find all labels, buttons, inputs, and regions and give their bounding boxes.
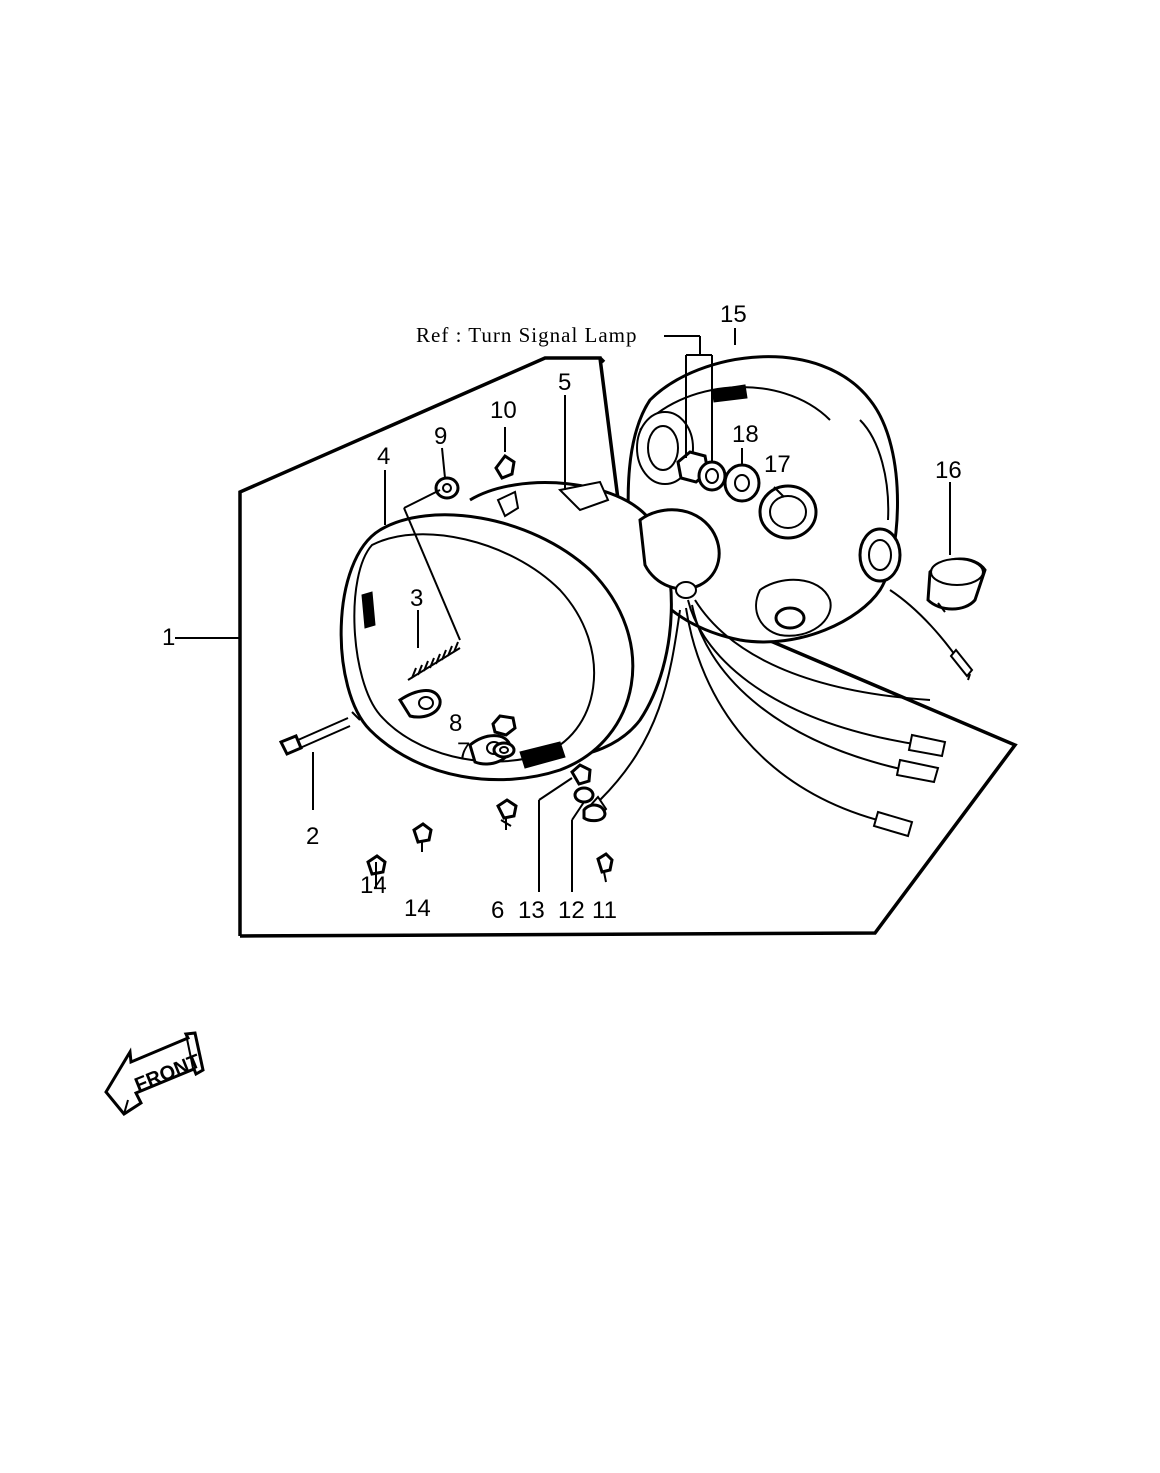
callout-10: 10: [490, 397, 517, 424]
callout-5: 5: [558, 369, 571, 396]
callout-14-right: 14: [404, 895, 431, 922]
callout-8: 8: [449, 710, 462, 737]
housing-wire: [889, 589, 974, 681]
turn-signal-hardware: [676, 450, 761, 503]
callout-12: 12: [558, 897, 585, 924]
callout-9: 9: [434, 423, 447, 450]
callout-3: 3: [410, 585, 423, 612]
leader-lines: [375, 328, 951, 892]
callout-6: 6: [491, 897, 504, 924]
front-arrow-icon: FRONT: [104, 1031, 205, 1116]
callout-7: 7: [457, 738, 470, 765]
callout-16: 16: [935, 457, 962, 484]
callout-4: 4: [377, 443, 390, 470]
callout-18: 18: [732, 421, 759, 448]
callout-13: 13: [518, 897, 545, 924]
grommet: [926, 557, 987, 613]
part-callouts: 1 2 3 4 5 6 7 8 9 10 11 12 13 14 14 15 1…: [162, 301, 962, 924]
callout-17: 17: [764, 451, 791, 478]
callout-1: 1: [162, 624, 175, 651]
small-hardware: [366, 453, 614, 884]
callout-2: 2: [306, 823, 319, 850]
callout-14-left: 14: [360, 872, 387, 899]
adjusting-spring: [407, 610, 461, 681]
reference-note: Ref : Turn Signal Lamp: [416, 323, 638, 347]
callout-15: 15: [720, 301, 747, 328]
screw-2: [278, 711, 361, 810]
callout-11: 11: [592, 897, 617, 924]
